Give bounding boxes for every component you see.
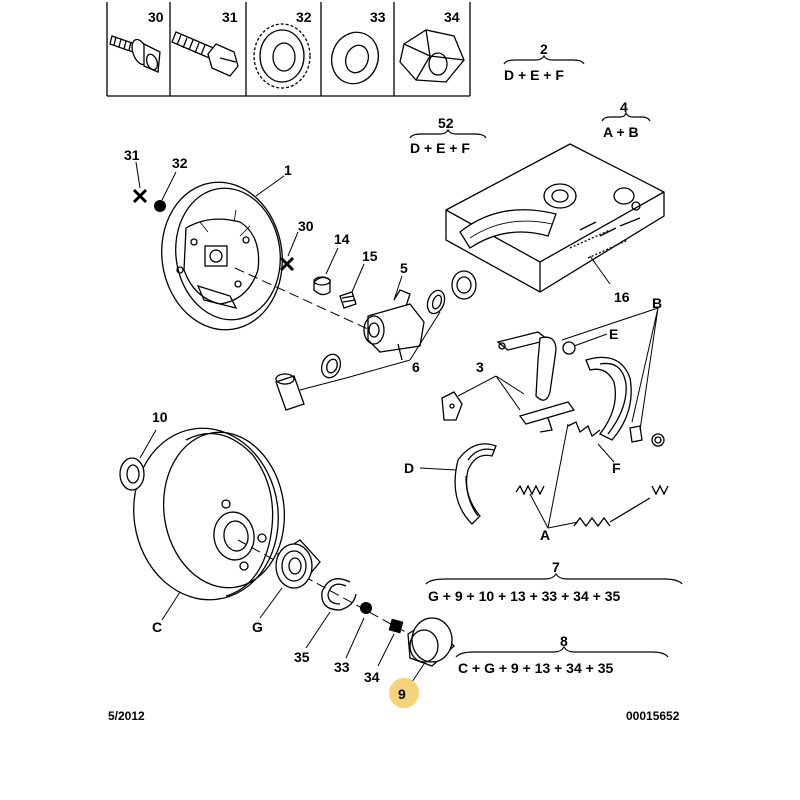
brake-shoe-leading: [454, 443, 497, 525]
legend-number: 33: [370, 9, 386, 25]
legend-number: 31: [222, 9, 238, 25]
legend-number: 34: [444, 9, 460, 25]
callout-16: 16: [614, 289, 630, 305]
circlip: [321, 578, 357, 611]
brake-kit-box: [445, 143, 665, 293]
nut-34: [388, 618, 404, 634]
legend-cell-32: 32: [253, 9, 312, 89]
wheel-bearing: [275, 539, 321, 589]
kit-number: 7: [552, 559, 560, 575]
callout-34: 34: [364, 669, 380, 685]
callout-32: 32: [172, 155, 188, 171]
callout-C: C: [152, 619, 162, 635]
adjuster-lever: [518, 336, 576, 433]
brake-shoe-trailing: [585, 356, 632, 441]
callout-F: F: [612, 460, 621, 476]
dot-marker: [154, 200, 166, 212]
callout-5: 5: [400, 260, 408, 276]
kit-number: 4: [620, 99, 628, 115]
bleed-screw: [339, 291, 357, 309]
hub-cap: [407, 617, 455, 667]
shoe-hold-pin: [629, 425, 665, 447]
return-spring-lower: [573, 484, 669, 528]
callout-31: 31: [124, 147, 140, 163]
callout-35: 35: [294, 649, 310, 665]
kit-formula: G + 9 + 10 + 13 + 33 + 34 + 35: [428, 588, 620, 604]
parts-legend-table: 30 31 32: [106, 2, 471, 97]
kit-formula: D + E + F: [410, 140, 470, 156]
kit-formula: A + B: [603, 124, 639, 140]
kit-formula: D + E + F: [504, 67, 564, 83]
kit-number: 2: [540, 41, 548, 57]
bleed-cap: [313, 276, 331, 296]
retaining-washer: [562, 341, 576, 355]
hub-nut-icon: [399, 29, 465, 83]
callout-B: B: [652, 295, 662, 311]
adjuster-spring: [567, 421, 601, 438]
kit-4: 4 A + B: [601, 99, 651, 140]
callout-9: 9: [398, 686, 406, 702]
return-spring-upper: [515, 484, 545, 496]
cylinder-seal-ring: [426, 289, 446, 315]
cross-marker: [279, 256, 295, 272]
legend-cell-34: 34: [399, 9, 465, 83]
callout-E: E: [609, 326, 618, 342]
callout-10: 10: [152, 409, 168, 425]
legend-number: 32: [296, 9, 312, 25]
legend-cell-30: 30: [109, 9, 164, 73]
flat-washer-icon: [330, 31, 380, 85]
callout-14: 14: [334, 231, 350, 247]
leader-lines: [135, 161, 659, 689]
cylinder-piston: [451, 270, 477, 300]
hex-bolt-icon: [171, 31, 239, 77]
kit-number: 8: [560, 633, 568, 649]
washer-33: [360, 602, 372, 614]
cylinder-seal-ring: [320, 353, 342, 379]
kit-8: 8 C + G + 9 + 13 + 34 + 35: [455, 633, 669, 676]
cylinder-piston: [275, 373, 305, 411]
footer-date: 5/2012: [108, 709, 145, 723]
backing-plate: [161, 181, 283, 331]
cross-marker: [132, 188, 148, 204]
flange-bolt-icon: [109, 35, 161, 73]
kit-52: 52 D + E + F: [409, 115, 487, 156]
highlight-marker: [389, 678, 419, 708]
callout-6: 6: [412, 359, 420, 375]
kit-formula: C + G + 9 + 13 + 34 + 35: [458, 660, 613, 676]
serrated-washer-icon: [253, 23, 311, 89]
callout-15: 15: [362, 248, 378, 264]
brake-drum: [133, 427, 286, 601]
legend-cell-31: 31: [171, 9, 239, 77]
callout-labels: 31 32 1 30 14 15 5 6 16 B E 3 D F A 10 C…: [124, 147, 662, 708]
callout-33: 33: [334, 659, 350, 675]
footer-reference: 00015652: [626, 709, 680, 723]
kit-number: 52: [438, 115, 454, 131]
wheel-cylinder: [363, 289, 425, 361]
callout-G: G: [252, 619, 263, 635]
axis-line: [234, 267, 371, 331]
legend-cell-33: 33: [330, 9, 386, 85]
oil-seal: [119, 457, 145, 491]
axis-line: [237, 539, 421, 641]
callout-D: D: [404, 460, 414, 476]
kit-7: 7 G + 9 + 10 + 13 + 33 + 34 + 35: [425, 559, 683, 604]
shoe-clip: [441, 391, 463, 421]
legend-number: 30: [148, 9, 164, 25]
callout-3: 3: [476, 359, 484, 375]
kit-2: 2 D + E + F: [503, 41, 585, 83]
callout-A: A: [540, 527, 550, 543]
callout-1: 1: [284, 162, 292, 178]
callout-30: 30: [298, 218, 314, 234]
